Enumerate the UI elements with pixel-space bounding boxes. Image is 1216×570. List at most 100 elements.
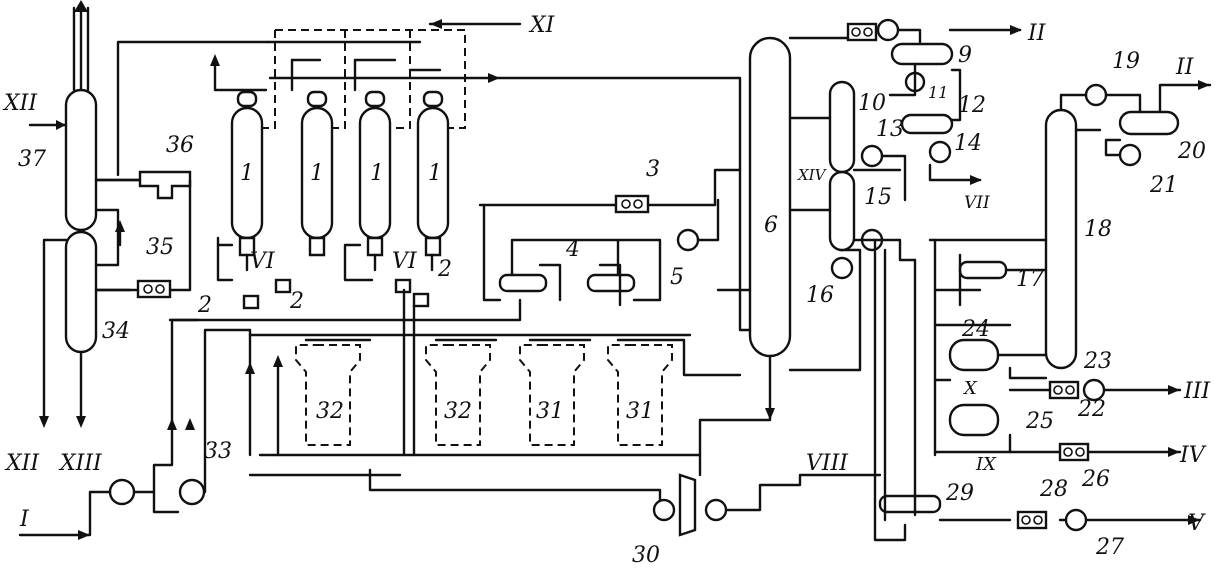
label-2c: 2 [437, 257, 452, 282]
label-23: 23 [1083, 349, 1112, 374]
cooler-19 [1084, 83, 1108, 107]
label-37: 37 [18, 147, 46, 172]
pump-33b [178, 478, 206, 506]
label-32b: 32 [444, 399, 472, 424]
pump-33a [108, 478, 136, 506]
stream-VIII: VIII [806, 451, 849, 476]
stream-IV: IV [1179, 443, 1207, 468]
vessel-36 [138, 170, 192, 200]
label-15: 15 [864, 185, 892, 210]
label-34: 34 [102, 319, 130, 344]
pump-30a [652, 498, 676, 522]
label-1d: 1 [428, 161, 442, 186]
pump-30b [704, 498, 728, 522]
reboiler-25 [948, 403, 1000, 437]
pump-14 [928, 140, 952, 164]
label-2b: 2 [289, 289, 304, 314]
stream-V: V [1188, 511, 1206, 536]
label-28: 28 [1039, 477, 1068, 502]
cooler-28 [1016, 510, 1048, 530]
label-16: 16 [806, 283, 834, 308]
pump-13 [860, 144, 884, 168]
stream-VI-a: VI [250, 249, 276, 274]
label-13: 13 [876, 117, 904, 142]
label-27: 27 [1095, 535, 1124, 560]
reboiler-24 [948, 338, 1000, 372]
cooler-27 [1064, 508, 1088, 532]
stream-VI-b: VI [392, 249, 418, 274]
cooler-22 [1082, 378, 1106, 402]
reactor-1c [358, 90, 392, 257]
label-12: 12 [958, 93, 986, 118]
stream-III: III [1183, 379, 1211, 404]
exchanger-4b [586, 273, 636, 293]
label-21: 21 [1149, 173, 1178, 198]
stream-X: X [962, 378, 978, 399]
label-19: 19 [1112, 49, 1140, 74]
label-20: 20 [1177, 139, 1206, 164]
reactor-1b [300, 90, 334, 257]
label-22: 22 [1077, 397, 1106, 422]
furnace-31b [607, 344, 673, 446]
label-17: 17 [1016, 267, 1044, 292]
stream-I: I [19, 507, 30, 532]
label-14: 14 [954, 131, 982, 156]
stream-VII: VII [964, 193, 990, 213]
stream-XII-in: XII [2, 91, 38, 116]
cooler-35 [136, 279, 172, 299]
label-24: 24 [961, 317, 990, 342]
drum-12 [900, 113, 954, 135]
cooler-top [846, 22, 878, 42]
label-1a: 1 [240, 161, 254, 186]
pump-2b [274, 278, 292, 294]
label-29: 29 [945, 481, 974, 506]
furnace-31a [519, 344, 585, 446]
pump-5 [676, 228, 700, 252]
reactor-1a [230, 90, 264, 257]
stream-IX: IX [975, 454, 997, 475]
pump-2a [242, 294, 260, 310]
pump-2d [412, 292, 430, 308]
stream-XII-out: XII [4, 451, 40, 476]
label-10: 10 [858, 91, 886, 116]
pump-16 [830, 256, 854, 280]
label-11: 11 [928, 83, 948, 102]
label-3: 3 [646, 157, 660, 182]
label-2a: 2 [197, 293, 212, 318]
reactor-1d [416, 90, 450, 257]
column-6 [748, 36, 792, 358]
furnace-32b [425, 344, 491, 446]
column-37 [64, 88, 98, 232]
stream-II-a: II [1027, 21, 1047, 46]
label-25: 25 [1025, 409, 1054, 434]
label-5: 5 [670, 265, 684, 290]
label-33: 33 [204, 439, 232, 464]
label-9: 9 [958, 43, 972, 68]
pump-21 [1118, 143, 1142, 167]
exchanger-29 [878, 494, 942, 514]
label-32a: 32 [316, 399, 344, 424]
cooler-26 [1058, 442, 1090, 462]
label-31b: 31 [626, 399, 654, 424]
cooler-3 [614, 194, 650, 214]
label-31a: 31 [536, 399, 564, 424]
cooler-23 [1048, 380, 1080, 400]
exchanger-4a [498, 273, 548, 293]
column-34 [64, 230, 98, 354]
drum-9 [890, 42, 954, 66]
furnace-32a [295, 344, 361, 446]
label-35: 35 [146, 235, 174, 260]
column-10 [828, 80, 856, 252]
label-30: 30 [632, 543, 660, 568]
column-18 [1044, 108, 1078, 370]
label-36: 36 [166, 133, 194, 158]
exchanger-17 [958, 260, 1008, 280]
label-6: 6 [764, 213, 778, 238]
label-1b: 1 [310, 161, 324, 186]
label-1c: 1 [370, 161, 384, 186]
stream-XIII: XIII [58, 451, 103, 476]
label-26: 26 [1081, 467, 1110, 492]
label-4: 4 [565, 237, 580, 262]
drum-20 [1118, 110, 1180, 136]
